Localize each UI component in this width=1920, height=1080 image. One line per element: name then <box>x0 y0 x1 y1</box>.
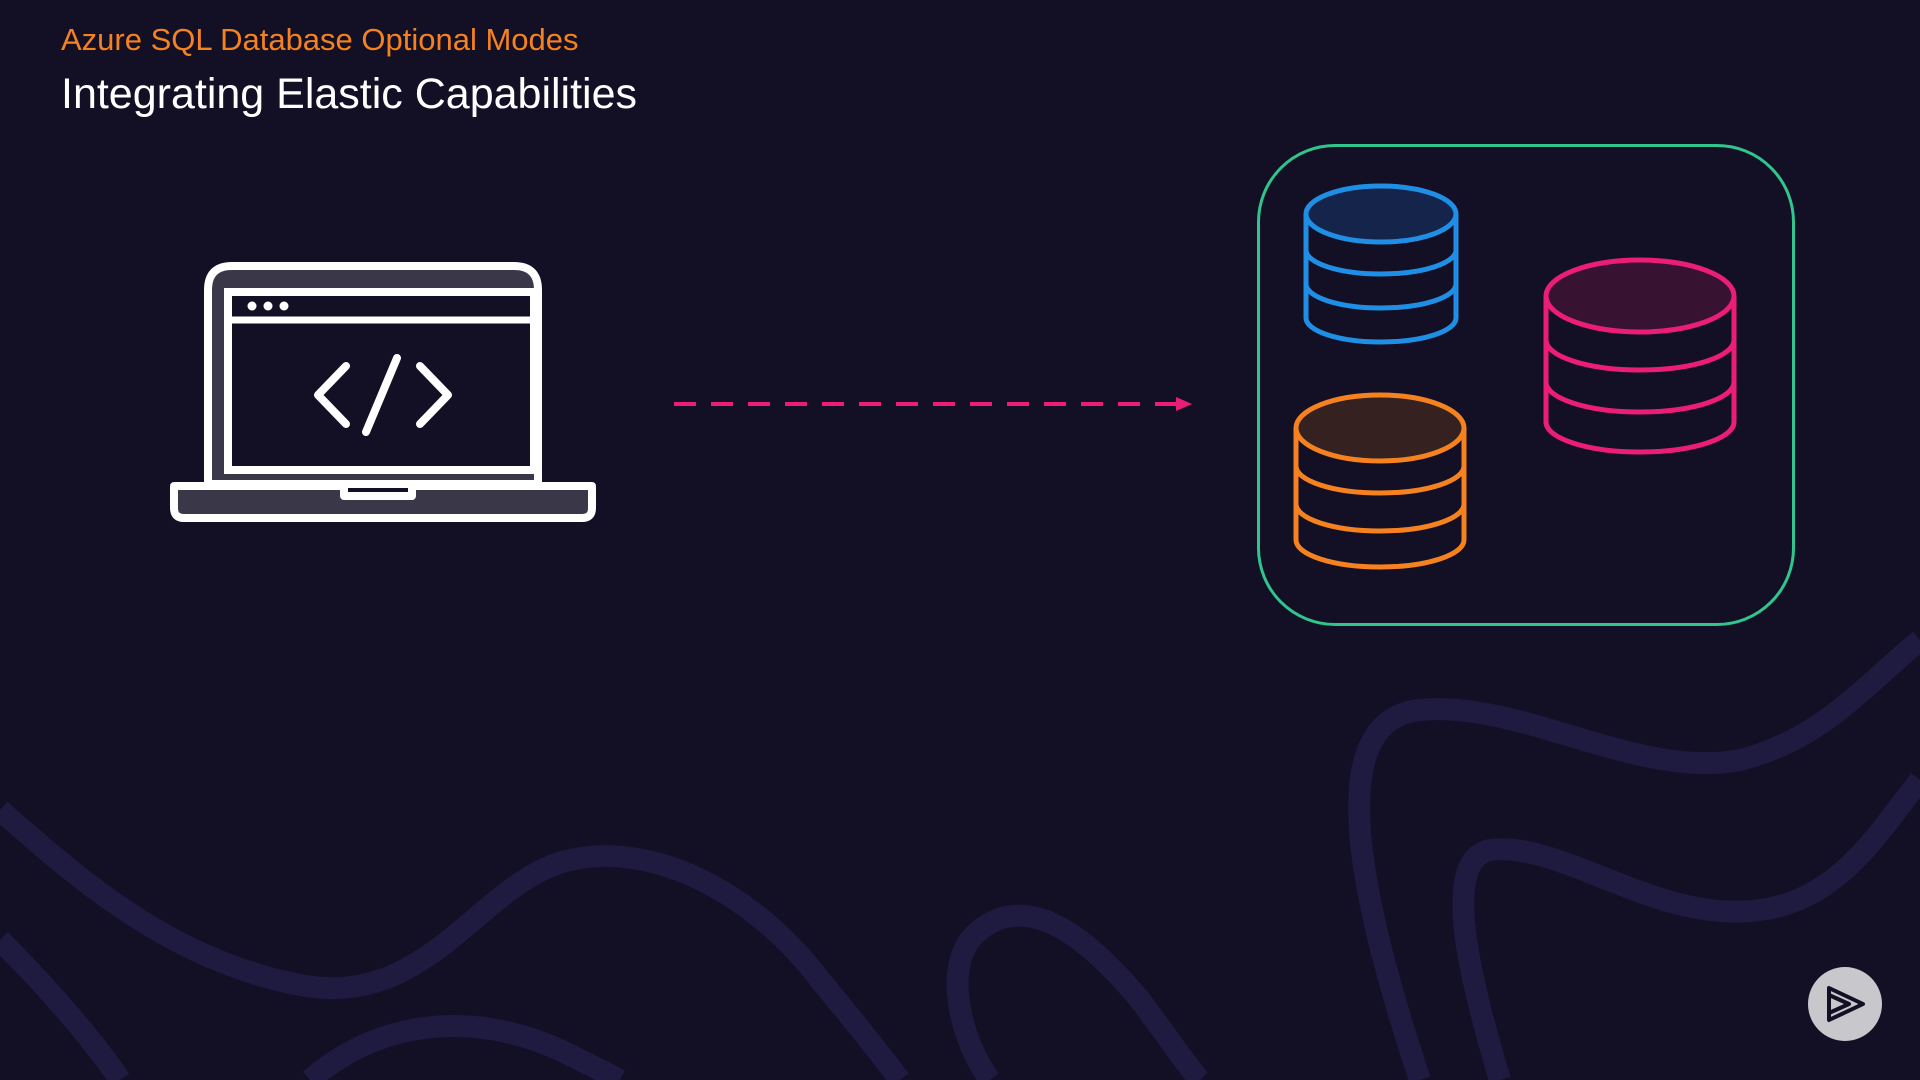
page-title: Integrating Elastic Capabilities <box>61 70 638 118</box>
elastic-pool-container <box>1257 144 1795 626</box>
database-icon <box>1303 183 1459 345</box>
play-triangle-icon <box>1827 986 1865 1022</box>
play-logo-icon <box>1808 967 1882 1041</box>
section-title: Azure SQL Database Optional Modes <box>61 22 579 57</box>
database-icon <box>1543 257 1737 455</box>
database-icon <box>1293 392 1467 570</box>
laptop-code-icon <box>170 262 596 522</box>
dashed-arrow-icon <box>674 397 1192 411</box>
